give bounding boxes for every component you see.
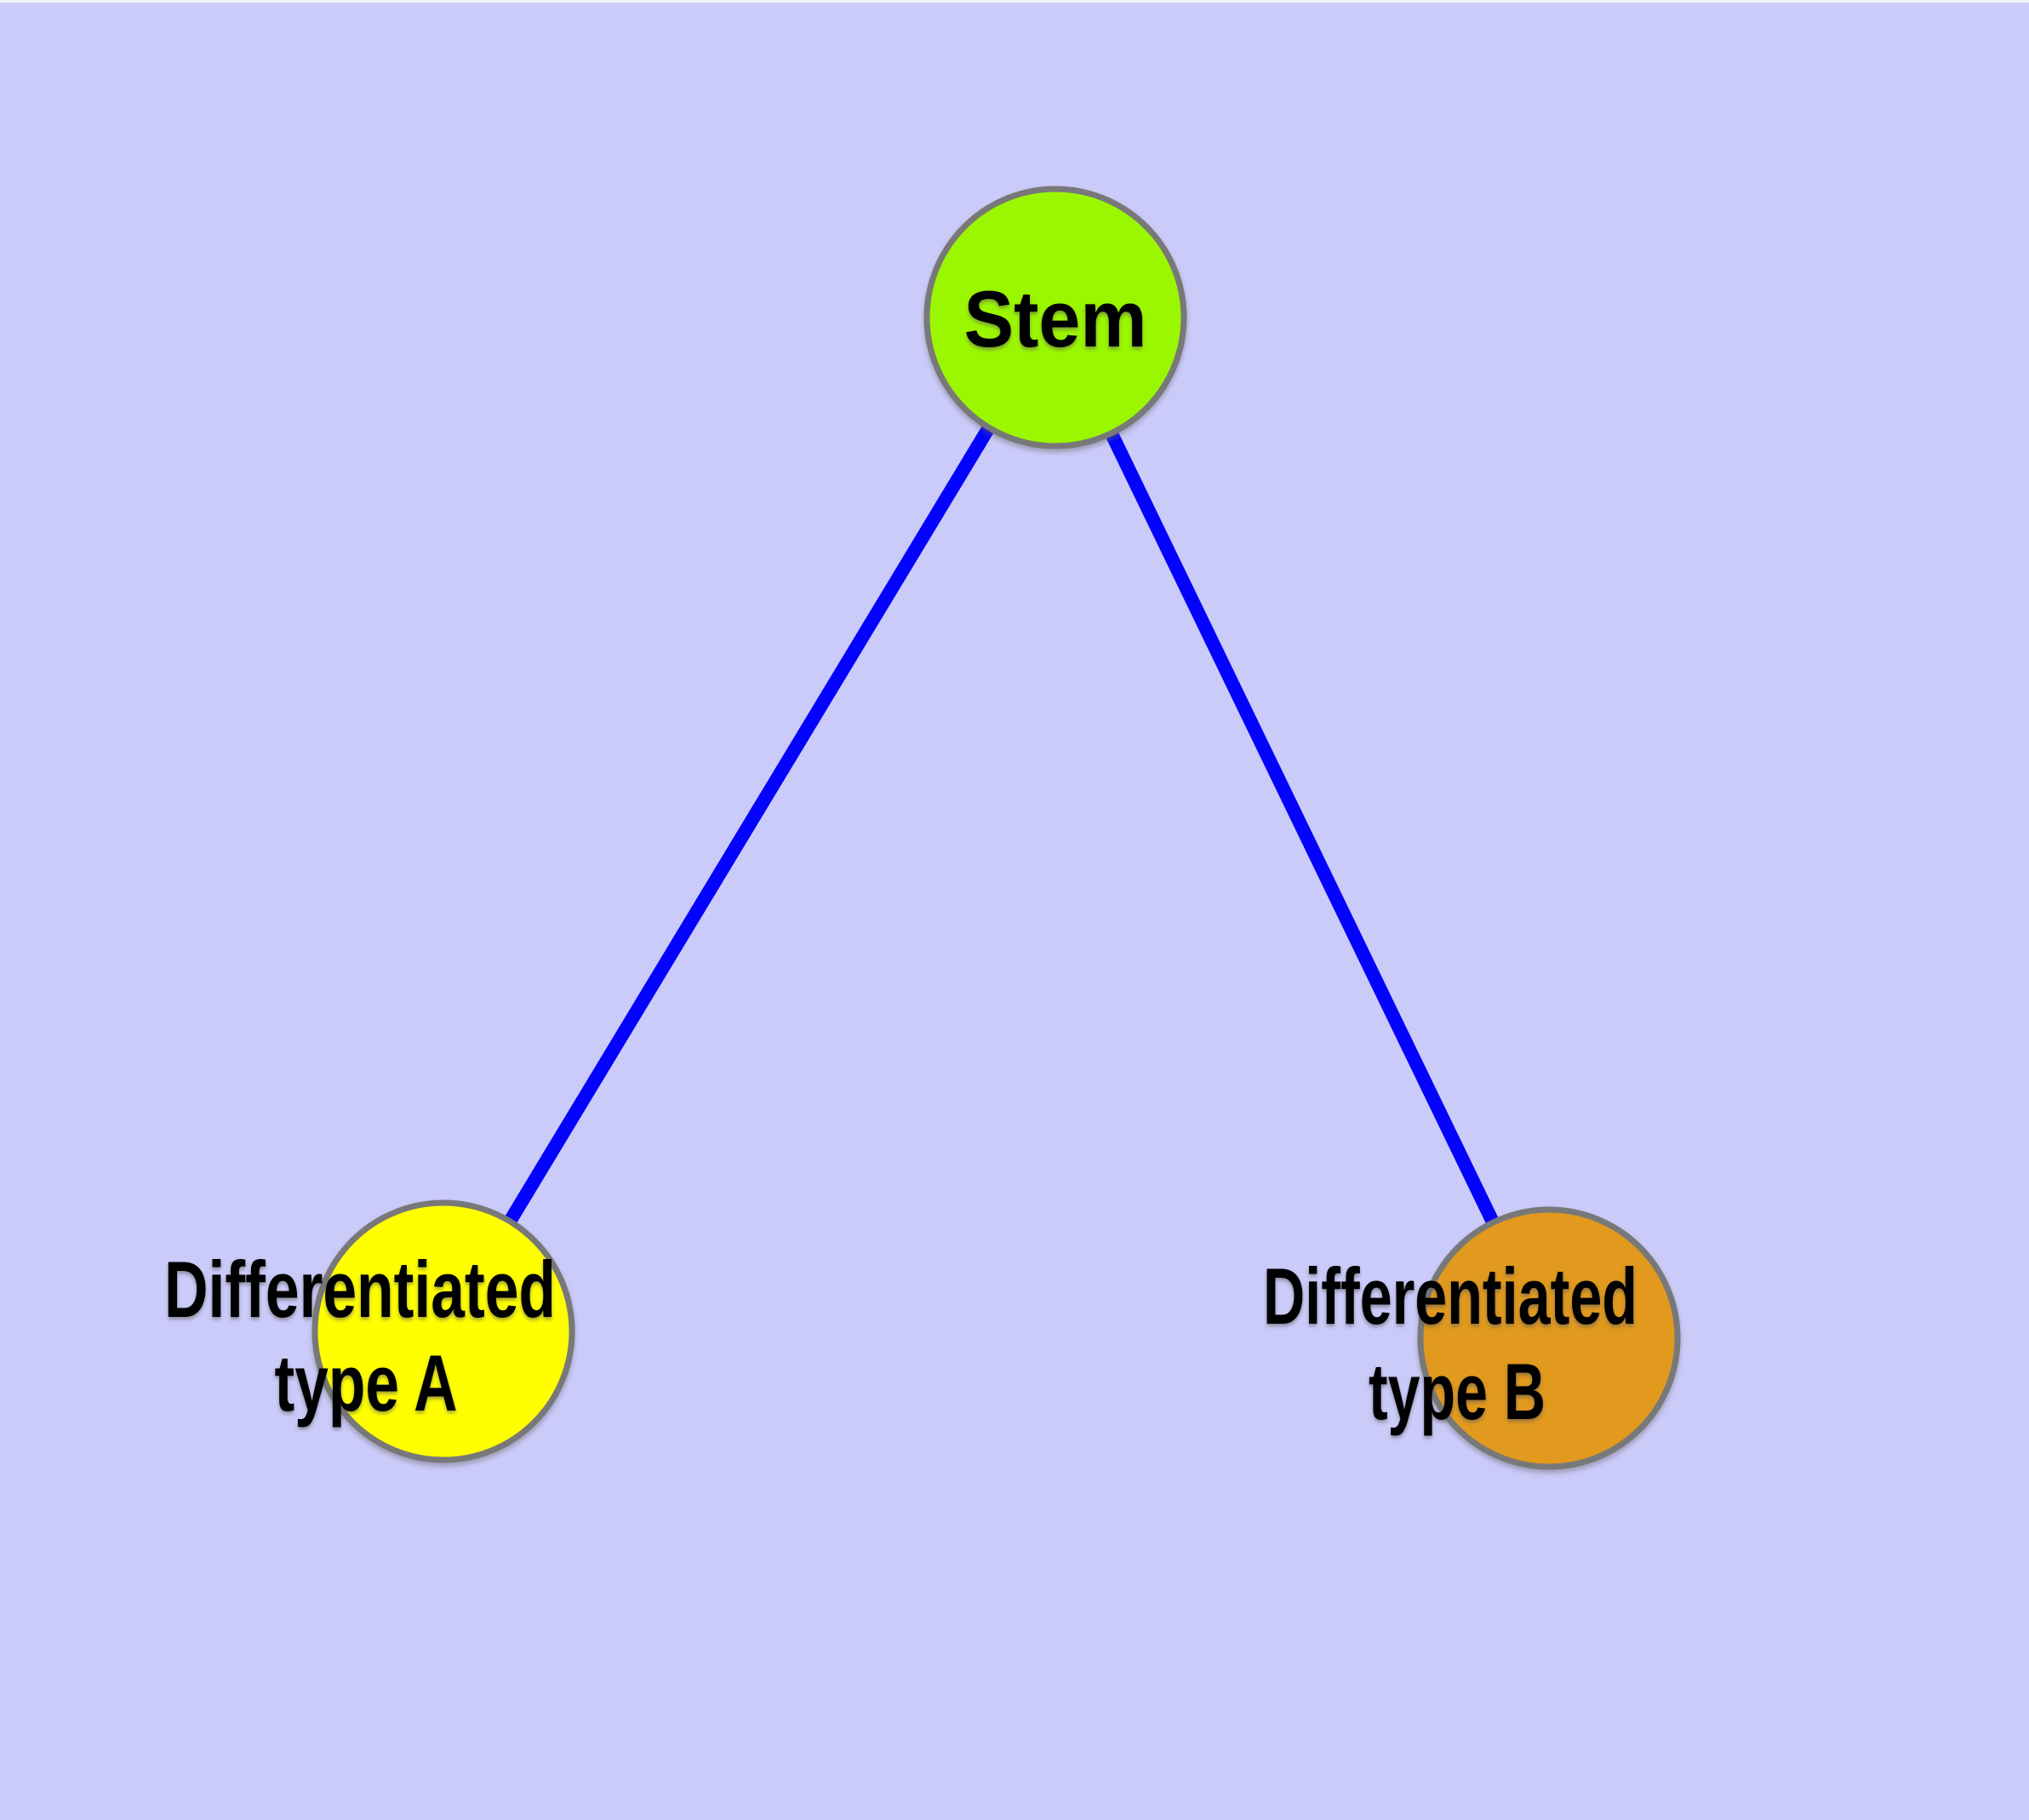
edge-stem-to-type-b <box>1049 314 1556 1342</box>
node-type-b-label-line1: Differentiated <box>1263 1251 1637 1341</box>
node-type-a-label-line1: Differentiated <box>164 1245 556 1334</box>
node-type-b-label-line2: type B <box>1369 1347 1546 1436</box>
node-stem-label: Stem <box>964 274 1147 363</box>
node-stem <box>923 186 1187 449</box>
edge-stem-to-type-a <box>437 313 1061 1336</box>
node-differentiated-type-a <box>311 1199 575 1463</box>
node-differentiated-type-b <box>1417 1206 1681 1470</box>
top-edge-highlight <box>0 0 2029 3</box>
node-type-a-label-line2: type A <box>275 1338 458 1428</box>
